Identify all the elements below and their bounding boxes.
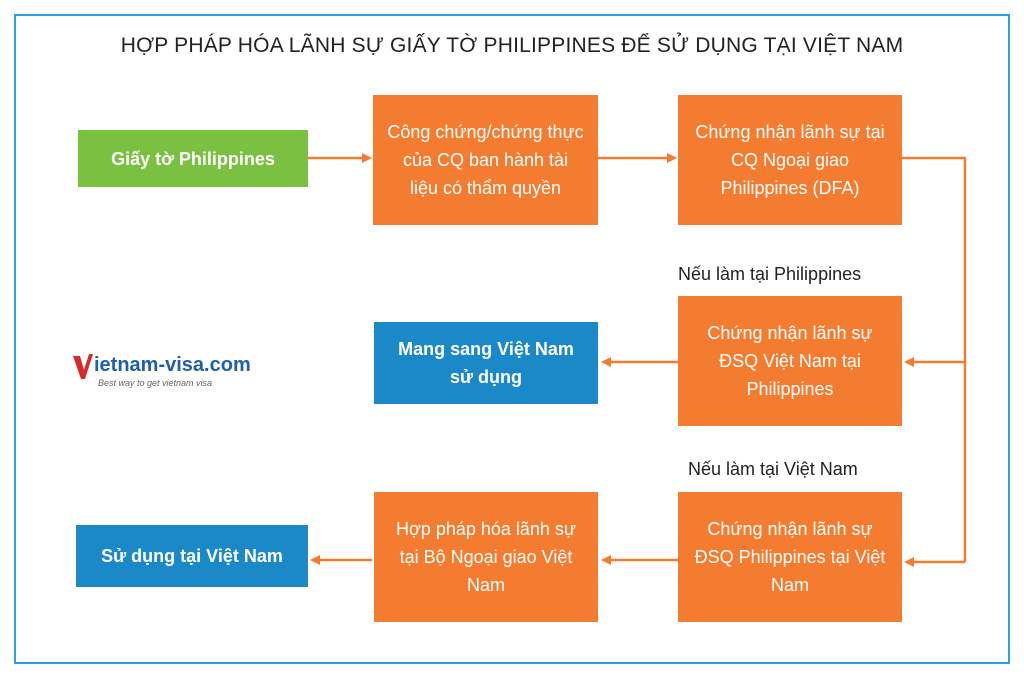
logo-wordmark: ietnam-visa.com <box>94 354 251 376</box>
connector-dfa-right <box>902 156 967 562</box>
diagram-title: HỢP PHÁP HÓA LÃNH SỰ GIẤY TỜ PHILIPPINES… <box>120 34 904 57</box>
note-in-philippines: Nếu làm tại Philippines <box>678 264 862 284</box>
node-mofa-legalization: Hợp pháp hóa lãnh sự tại Bộ Ngoại giao V… <box>374 492 598 622</box>
logo-v-icon <box>73 354 93 379</box>
node-dfa-certification: Chứng nhận lãnh sự tại CQ Ngoại giao Phi… <box>678 95 902 225</box>
node-ph-embassy-certification: Chứng nhận lãnh sự ĐSQ Philippines tại V… <box>678 492 902 622</box>
logo-tagline: Best way to get vietnam visa <box>98 378 213 388</box>
node-philippine-documents: Giấy tờ Philippines <box>78 130 308 187</box>
node-notarization: Công chứng/chứng thực của CQ ban hành tà… <box>373 95 598 225</box>
node-use-in-vietnam: Sử dụng tại Việt Nam <box>76 525 308 587</box>
node-bring-to-vietnam: Mang sang Việt Nam sử dụng <box>374 322 598 404</box>
note-in-vietnam: Nếu làm tại Việt Nam <box>688 459 858 479</box>
vietnam-visa-logo: ietnam-visa.com Best way to get vietnam … <box>72 352 292 392</box>
node-vn-embassy-certification: Chứng nhận lãnh sự ĐSQ Việt Nam tại Phil… <box>678 296 902 426</box>
